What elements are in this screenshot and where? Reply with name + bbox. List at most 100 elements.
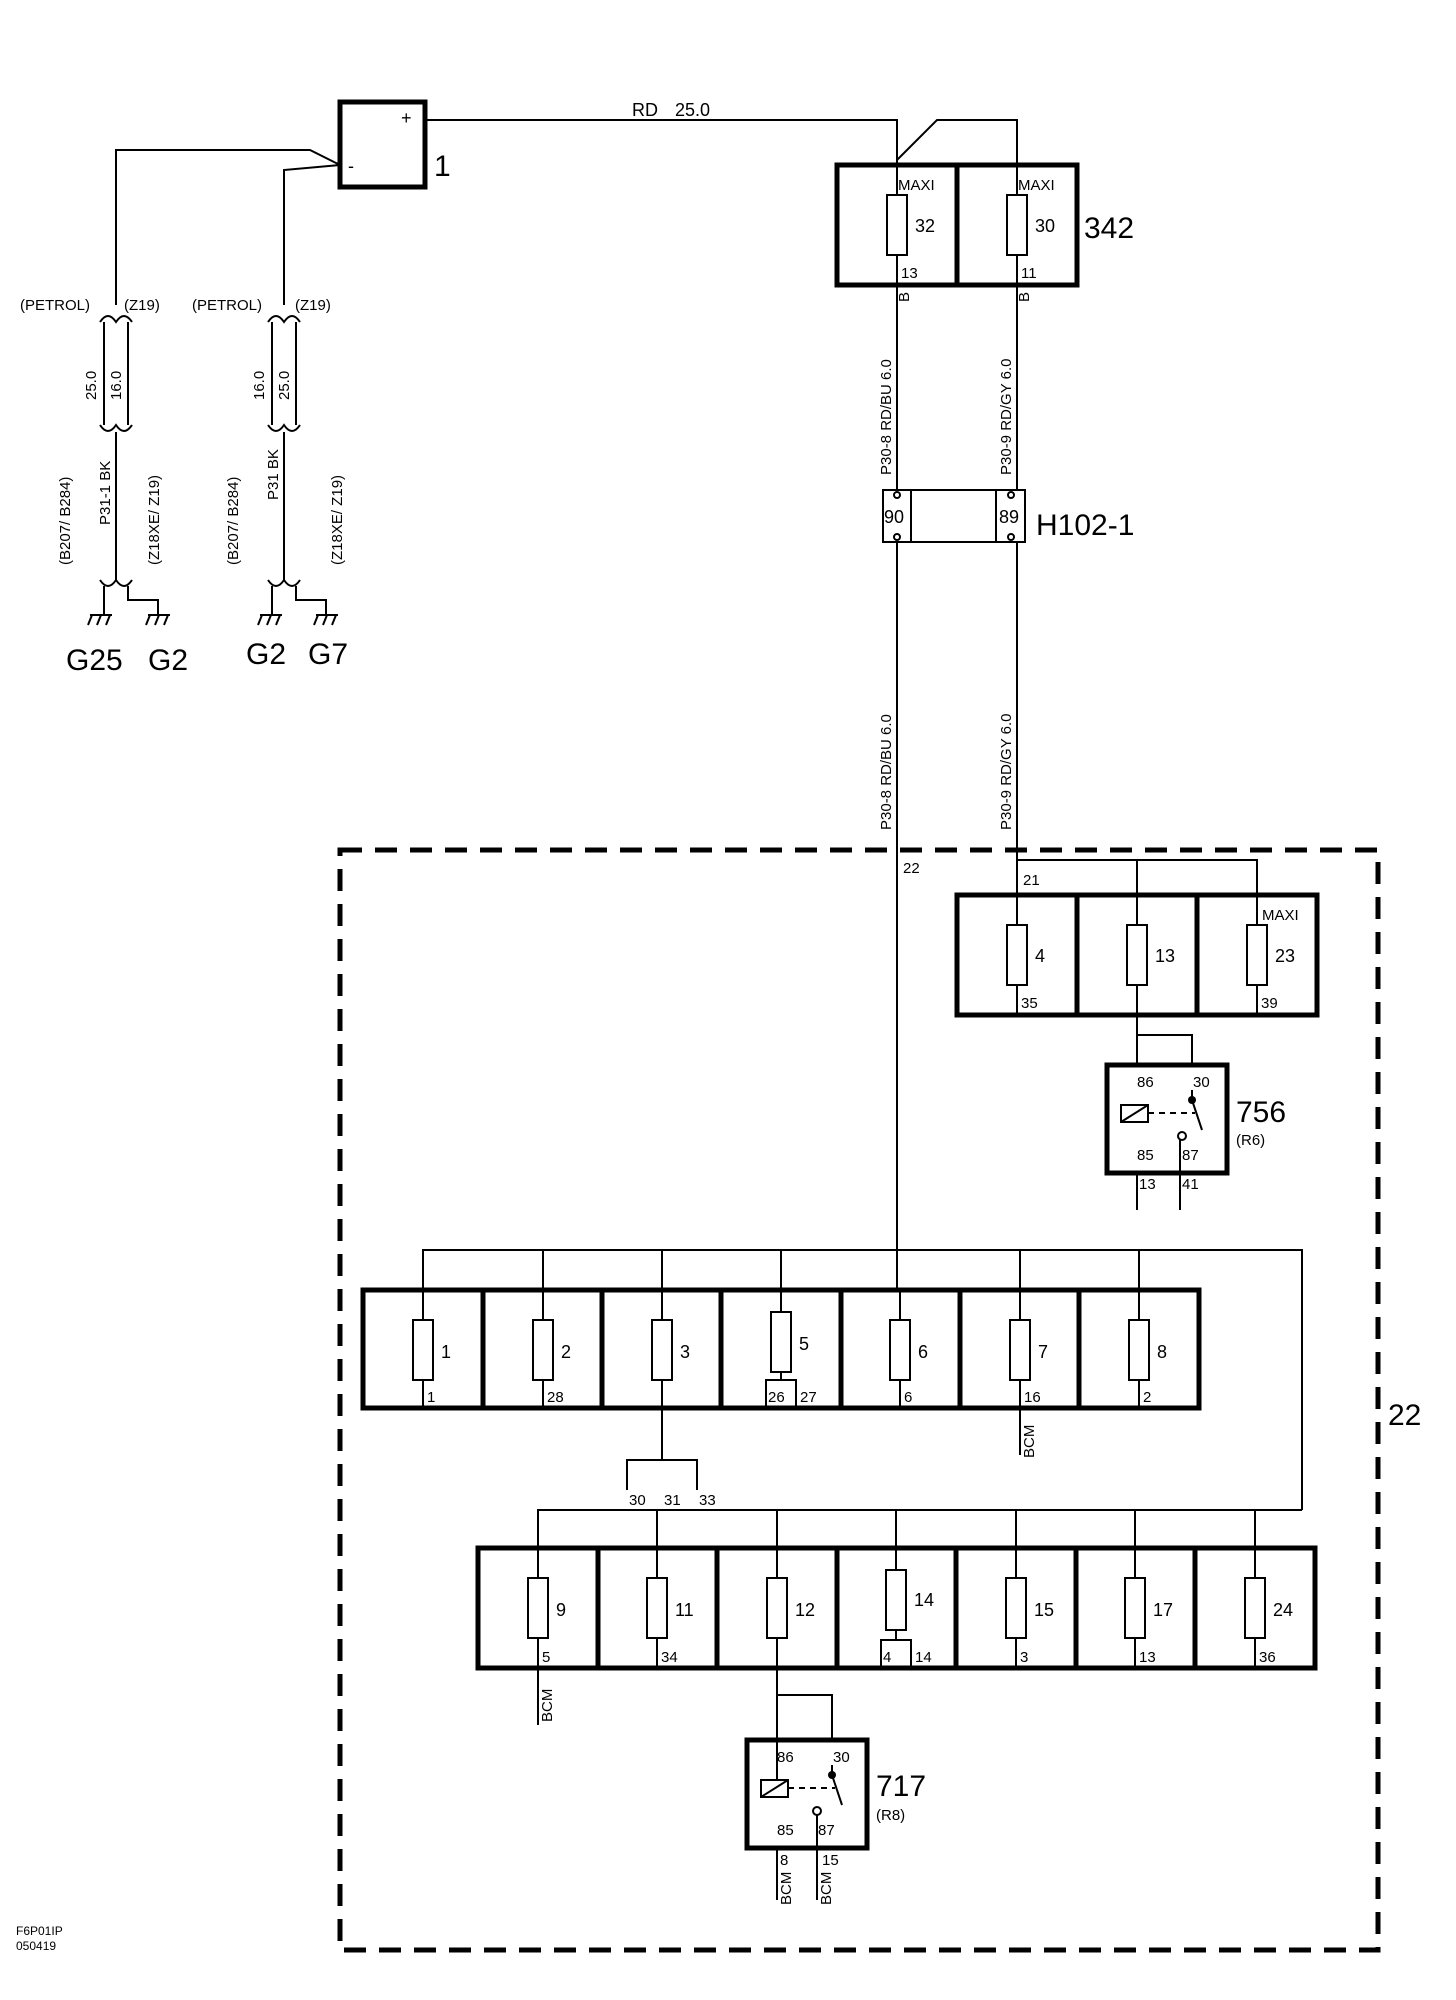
wire-battery-positive xyxy=(425,119,898,165)
connector-b: B xyxy=(1016,292,1033,302)
fuse-icon xyxy=(1005,1577,1027,1639)
connector-id: H102-1 xyxy=(1036,509,1134,542)
fuse-icon xyxy=(1124,1577,1146,1639)
fuse-icon xyxy=(1006,924,1028,986)
fuse3-output: 33 xyxy=(699,1492,716,1509)
ground-group-right: (PETROL) (Z19) 16.0 25.0 P31 BK (B207/ B… xyxy=(192,297,348,671)
size-z19: 25.0 xyxy=(276,371,293,400)
relay-contact-icon xyxy=(1177,1131,1187,1141)
ground-symbol xyxy=(313,614,338,626)
fuse-pin: 13 xyxy=(901,265,918,282)
wire-label: P30-8 RD/BU 6.0 xyxy=(878,714,895,830)
relay-sub: (R8) xyxy=(876,1807,905,1824)
wire-label: P30-9 RD/GY 6.0 xyxy=(998,359,1015,475)
relay-717: 86 30 85 87 8 15 BCM BCM 717 (R8) xyxy=(744,1737,926,1905)
fuse-number: 4 xyxy=(1035,946,1045,966)
wire-ground-right xyxy=(283,164,341,305)
bcm-label: BCM xyxy=(539,1689,556,1722)
size-z19: 16.0 xyxy=(108,371,125,400)
fuse-icon xyxy=(646,1577,668,1639)
relay-756: 86 30 85 87 13 41 756 (R6) xyxy=(1104,1062,1286,1210)
relay-id: 756 xyxy=(1236,1096,1286,1129)
fuse-pin: 27 xyxy=(800,1389,817,1406)
engine-right: (Z18XE/ Z19) xyxy=(146,475,163,565)
variant-petrol: (PETROL) xyxy=(20,297,90,314)
relay-pin: 87 xyxy=(818,1822,835,1839)
fuse-pin: 4 xyxy=(883,1649,891,1666)
ground-symbol xyxy=(87,614,112,626)
wire-ground-left xyxy=(115,149,341,305)
bcm-label: BCM xyxy=(778,1872,795,1905)
relay-pin: 30 xyxy=(833,1749,850,1766)
ground-symbol xyxy=(145,614,170,626)
pin-dot xyxy=(893,533,901,541)
relay-pin: 86 xyxy=(777,1749,794,1766)
fuse-pin: 16 xyxy=(1024,1389,1041,1406)
fuse-pin: 13 xyxy=(1139,1649,1156,1666)
fuse-pin: 28 xyxy=(547,1389,564,1406)
engine-left: (B207/ B284) xyxy=(225,477,242,565)
fuse-icon xyxy=(532,1319,554,1381)
relay-id: 717 xyxy=(876,1770,926,1803)
fuse-box-id: 22 xyxy=(1388,1399,1421,1432)
ground-g2: G2 xyxy=(148,644,188,677)
relay-pin: 85 xyxy=(777,1822,794,1839)
fuse-icon xyxy=(1006,194,1028,256)
relay-pin: 30 xyxy=(1193,1074,1210,1091)
wire-label: P31-1 BK xyxy=(97,461,114,525)
fuse-number: 6 xyxy=(918,1342,928,1362)
fuse-icon xyxy=(770,1311,792,1373)
bcm-label: BCM xyxy=(818,1872,835,1905)
fuse-icon xyxy=(766,1577,788,1639)
relay-contact-icon xyxy=(812,1806,822,1816)
relay-output: 15 xyxy=(822,1852,839,1869)
fuse-pin: 1 xyxy=(427,1389,435,1406)
battery-minus: - xyxy=(348,156,354,176)
fuse-icon xyxy=(885,1569,907,1631)
join-brace xyxy=(99,423,133,433)
fuse-pin: 5 xyxy=(542,1649,550,1666)
fuse-number: 2 xyxy=(561,1342,571,1362)
fuse-number: 15 xyxy=(1034,1600,1054,1620)
fuse-pin: 34 xyxy=(661,1649,678,1666)
fuse-number: 8 xyxy=(1157,1342,1167,1362)
ground-g25: G25 xyxy=(66,644,123,677)
fuse-pin: 3 xyxy=(1020,1649,1028,1666)
wire-label: P31 BK xyxy=(265,449,282,500)
fuse-type: MAXI xyxy=(1018,177,1055,194)
variant-z19: (Z19) xyxy=(295,297,331,314)
fuse-number: 13 xyxy=(1155,946,1175,966)
fuse-icon xyxy=(1126,924,1148,986)
connector-pin: 89 xyxy=(999,507,1019,527)
input-pin: 22 xyxy=(903,860,920,877)
input-pin: 21 xyxy=(1023,872,1040,889)
wire-label: P30-9 RD/GY 6.0 xyxy=(998,714,1015,830)
fuse-number: 17 xyxy=(1153,1600,1173,1620)
fuse-number: 3 xyxy=(680,1342,690,1362)
fuse-number: 9 xyxy=(556,1600,566,1620)
bcm-label: BCM xyxy=(1021,1425,1038,1458)
fuse-number: 1 xyxy=(441,1342,451,1362)
relay-body xyxy=(1104,1062,1230,1176)
fuse-icon xyxy=(651,1319,673,1381)
relay-sub: (R6) xyxy=(1236,1132,1265,1149)
fuse-number: 7 xyxy=(1038,1342,1048,1362)
fuse-pin: 14 xyxy=(915,1649,932,1666)
fuse-block-342: MAXI MAXI 32 30 13 11 B B 342 xyxy=(834,162,1134,302)
fuse-block-id: 342 xyxy=(1084,212,1134,245)
fuse-pin: 2 xyxy=(1143,1389,1151,1406)
relay-output: 41 xyxy=(1182,1176,1199,1193)
fuse-icon xyxy=(1009,1319,1031,1381)
fuse-number: 14 xyxy=(914,1590,934,1610)
fuse-pin: 11 xyxy=(1021,265,1037,282)
fuse-row-middle: 1 2 3 5 6 7 8 1 28 26 27 6 16 2 BCM xyxy=(360,1287,1202,1460)
footer-code: F6P01IP xyxy=(16,1924,63,1938)
battery-box xyxy=(337,99,428,190)
fuse3-output: 31 xyxy=(664,1492,681,1509)
fuse-box-22-outline xyxy=(337,847,1381,1953)
pin-dot xyxy=(1007,533,1015,541)
relay-output: 13 xyxy=(1139,1176,1156,1193)
connector-h102-1: 90 89 H102-1 xyxy=(882,489,1134,543)
fuse-number: 12 xyxy=(795,1600,815,1620)
